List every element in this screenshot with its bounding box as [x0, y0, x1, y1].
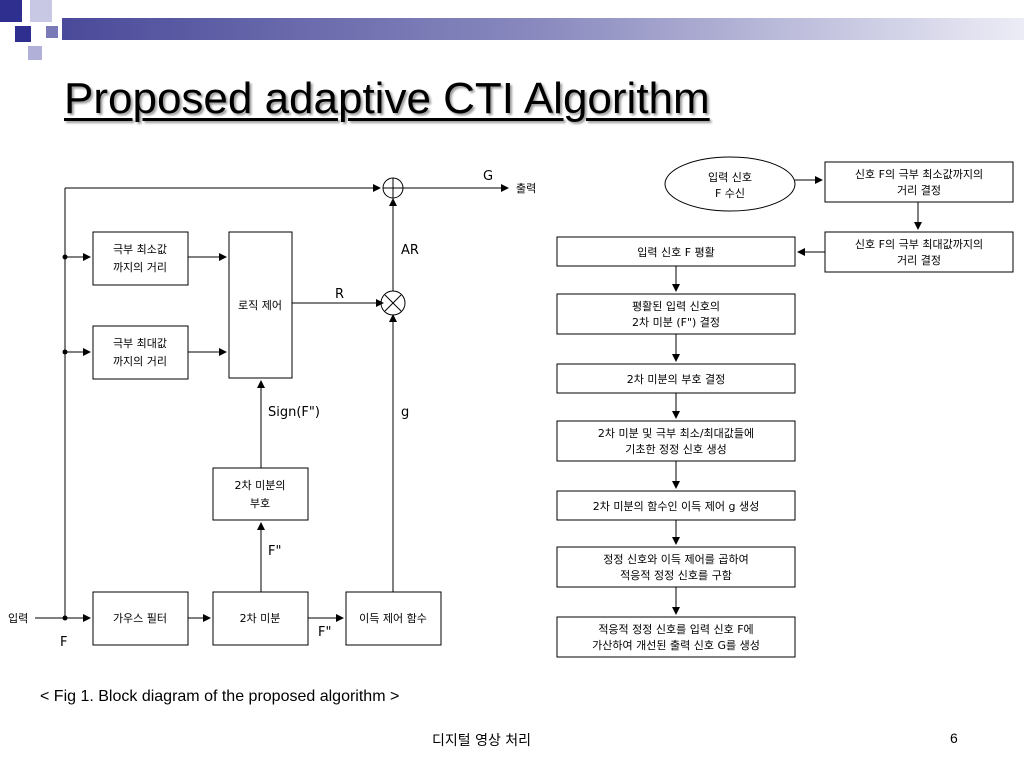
local-max-label-1: 극부 최대값 — [113, 337, 167, 350]
label-Fdd-2: F" — [318, 625, 331, 640]
local-max-label-2: 까지의 거리 — [113, 355, 167, 368]
title-bar-gradient — [62, 18, 1024, 40]
flow-step-4-text-1: 2차 미분 및 극부 최소/최대값들에 — [598, 427, 754, 440]
flow-start-text-2: F 수신 — [715, 187, 745, 200]
junction-dot — [62, 349, 68, 355]
flow-start-ellipse — [664, 156, 796, 212]
label-g: g — [401, 405, 409, 420]
figure-caption: < Fig 1. Block diagram of the proposed a… — [40, 688, 400, 705]
flow-step-2-text-2: 2차 미분 (F") 결정 — [632, 316, 720, 329]
flow-start-text-1: 입력 신호 — [708, 171, 752, 184]
sign-label-1: 2차 미분의 — [235, 479, 286, 492]
label-output: 출력 — [516, 182, 536, 195]
label-F: F — [60, 635, 67, 650]
slide-title: Proposed adaptive CTI Algorithm — [64, 74, 710, 123]
corner-square-3 — [15, 26, 31, 42]
corner-square-5 — [28, 46, 42, 60]
corner-square-2 — [30, 0, 52, 22]
block-logic — [228, 231, 293, 379]
flow-step-6-text-1: 정정 신호와 이득 제어를 곱하여 — [603, 552, 749, 566]
flow-top-min-text-2: 거리 결정 — [897, 184, 941, 197]
footer-text: 디지털 영상 처리 — [432, 733, 532, 749]
flowchart — [556, 156, 1014, 658]
junction-dot — [62, 254, 68, 260]
label-G: G — [483, 169, 493, 184]
sign-label-2: 부호 — [250, 497, 270, 510]
label-signF: Sign(F") — [268, 405, 320, 420]
flow-step-7-text-1: 적응적 정정 신호를 입력 신호 F에 — [598, 623, 753, 636]
flow-top-max-text-2: 거리 결정 — [897, 254, 941, 267]
flow-top-min — [824, 161, 1014, 203]
flow-step-3-text: 2차 미분의 부호 결정 — [627, 373, 725, 386]
corner-square-4 — [46, 26, 58, 38]
multiplier-symbol — [380, 290, 406, 316]
flow-step-5-text: 2차 미분의 함수인 이득 제어 g 생성 — [593, 500, 760, 513]
flow-step-7 — [556, 616, 796, 658]
block-sign — [212, 467, 309, 521]
local-min-label-1: 극부 최소값 — [113, 243, 167, 256]
page-number: 6 — [950, 730, 958, 746]
local-min-label-2: 까지의 거리 — [113, 261, 167, 274]
flow-step-6-text-2: 적응적 정정 신호를 구함 — [620, 569, 732, 582]
label-R: R — [335, 287, 344, 302]
gain-label: 이득 제어 함수 — [359, 612, 427, 625]
junction-dot — [62, 615, 68, 621]
flow-top-min-text-1: 신호 F의 극부 최소값까지의 — [855, 168, 983, 181]
corner-square-1 — [0, 0, 22, 22]
flow-step-4-text-2: 기초한 정정 신호 생성 — [625, 443, 727, 456]
label-Fdd-1: F" — [268, 544, 281, 559]
flow-top-max-text-1: 신호 F의 극부 최대값까지의 — [855, 238, 983, 251]
flow-step-2-text-1: 평활된 입력 신호의 — [632, 299, 720, 313]
label-AR: AR — [401, 243, 419, 258]
logic-label: 로직 제어 — [238, 299, 282, 312]
flow-step-7-text-2: 가산하여 개선된 출력 신호 G를 생성 — [592, 638, 760, 652]
flow-step-1-text: 입력 신호 F 평활 — [637, 245, 715, 259]
block-local-max — [92, 325, 189, 380]
deriv-label: 2차 미분 — [240, 612, 281, 625]
block-local-min — [92, 231, 189, 286]
junction-dots — [62, 254, 68, 621]
label-input: 입력 — [8, 612, 28, 625]
gauss-label: 가우스 필터 — [113, 612, 167, 625]
